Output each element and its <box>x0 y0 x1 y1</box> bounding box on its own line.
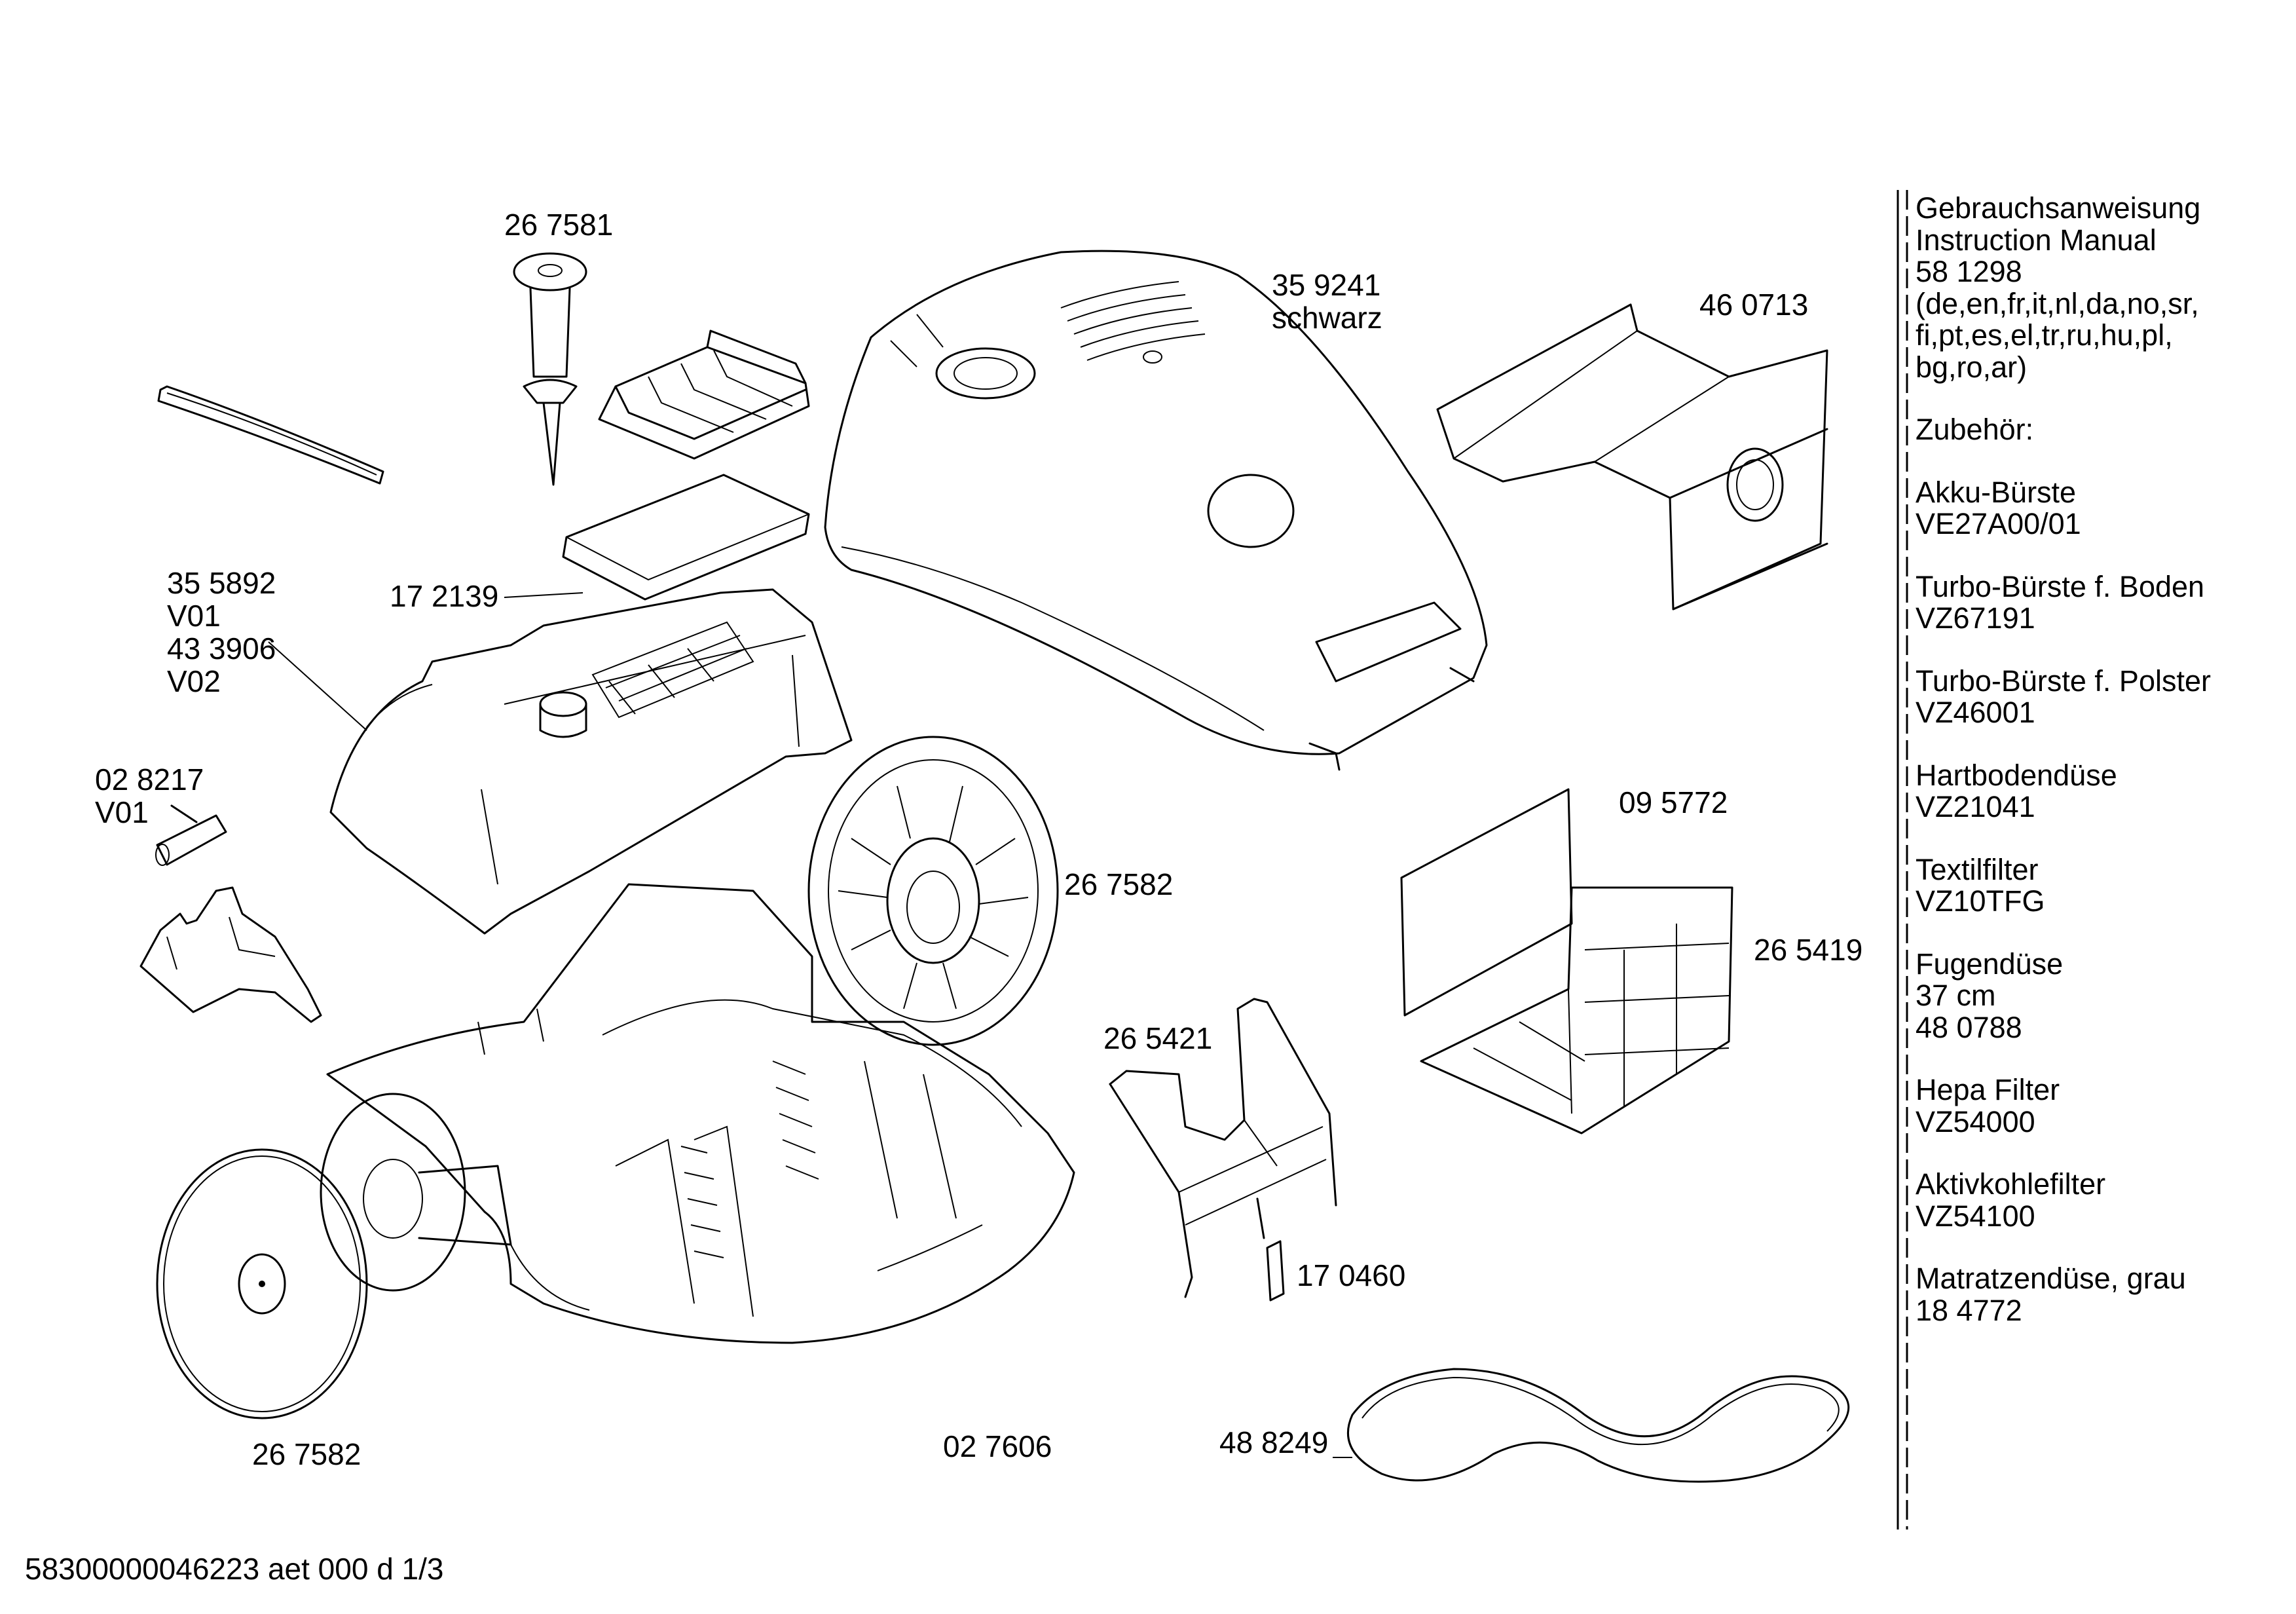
holder-bracket <box>1109 998 1337 1298</box>
sidebar-entry-line: Instruction Manual <box>1916 223 2157 257</box>
label-265419: 26 5419 <box>1754 933 1863 967</box>
sidebar-entry-line: Akku-Bürste <box>1916 475 2077 509</box>
sidebar-entry-line: VZ46001 <box>1916 696 2035 729</box>
label-v02: V02 <box>167 664 221 698</box>
label-v01-a: V01 <box>167 599 221 633</box>
sidebar-entry-line: Turbo-Bürste f. Polster <box>1916 664 2211 698</box>
sidebar-entry-line: Textilfilter <box>1916 852 2039 886</box>
sidebar-divider <box>1897 190 1908 1530</box>
sidebar-entry-line: Hartbodendüse <box>1916 758 2117 792</box>
sidebar-entry-line: VE27A00/01 <box>1916 507 2081 540</box>
filter-pad <box>562 474 810 601</box>
label-095772: 09 5772 <box>1619 785 1728 819</box>
sidebar-entry-line: 37 cm <box>1916 979 1996 1012</box>
label-v01-b: V01 <box>95 795 149 829</box>
wheel-right <box>807 736 1059 1046</box>
label-355892: 35 5892 <box>167 566 276 600</box>
label-027606: 02 7606 <box>943 1429 1052 1463</box>
label-359241: 35 9241 <box>1272 268 1381 302</box>
sidebar-entry-line: (de,en,fr,it,nl,da,no,sr, <box>1916 286 2199 320</box>
sidebar-entry-line: 18 4772 <box>1916 1293 2022 1327</box>
sidebar-entry-line: Matratzendüse, grau <box>1916 1262 2186 1295</box>
sidebar-entry-line: Aktivkohlefilter <box>1916 1167 2106 1201</box>
sidebar-entry-line: VZ54100 <box>1916 1199 2035 1233</box>
sidebar-entry-line: VZ54000 <box>1916 1104 2035 1138</box>
sidebar-entry: Zubehör: <box>1916 413 2282 446</box>
wheel-left <box>156 1148 368 1419</box>
fastener-part <box>513 252 587 486</box>
label-267582-bottom: 26 7582 <box>252 1437 361 1471</box>
sidebar-entry-line: Gebrauchsanweisung <box>1916 191 2201 225</box>
belt-strip <box>157 385 384 485</box>
label-433906: 43 3906 <box>167 631 276 666</box>
leader-lines <box>268 592 1352 1458</box>
label-488249: 48 8249 <box>1219 1425 1329 1459</box>
sidebar-entry-line: 58 1298 <box>1916 255 2022 288</box>
label-028217: 02 8217 <box>95 762 204 797</box>
base-chassis <box>320 883 1075 1344</box>
sidebar-entry-line: Fugendüse <box>1916 947 2064 981</box>
sidebar-entry-line: Zubehör: <box>1916 413 2034 446</box>
sidebar-entry-line: fi,pt,es,el,tr,ru,hu,pl, <box>1916 318 2173 352</box>
sidebar-entry-line: Hepa Filter <box>1916 1073 2060 1106</box>
filter-frame <box>1420 886 1733 1135</box>
top-cover <box>824 250 1488 771</box>
sidebar-entry-line: bg,ro,ar) <box>1916 350 2028 384</box>
small-bracket <box>139 886 322 1023</box>
label-schwarz: schwarz <box>1272 301 1382 335</box>
label-172139: 17 2139 <box>390 579 499 613</box>
sidebar-entry-line: VZ67191 <box>1916 601 2035 635</box>
label-170460: 17 0460 <box>1297 1258 1406 1292</box>
filter-sheet <box>1400 788 1573 1017</box>
sidebar-entry-line: VZ21041 <box>1916 790 2035 823</box>
battery-part <box>155 804 227 866</box>
label-460713: 46 0713 <box>1699 288 1809 322</box>
belt-ring <box>1346 1368 1850 1483</box>
motor-cover-housing <box>329 588 853 935</box>
document-id: 58300000046223 aet 000 d 1/3 <box>25 1552 444 1586</box>
label-267582-right: 26 7582 <box>1064 867 1174 901</box>
label-267581: 26 7581 <box>504 208 614 242</box>
small-seal <box>1266 1240 1285 1302</box>
label-265421: 26 5421 <box>1103 1021 1213 1055</box>
sidebar-entry-line: 48 0788 <box>1916 1010 2022 1044</box>
sidebar-entry-line: Turbo-Bürste f. Boden <box>1916 569 2205 603</box>
filter-cassette <box>598 329 810 460</box>
sidebar-entry-line: VZ10TFG <box>1916 884 2045 918</box>
dust-bag <box>1436 303 1828 610</box>
